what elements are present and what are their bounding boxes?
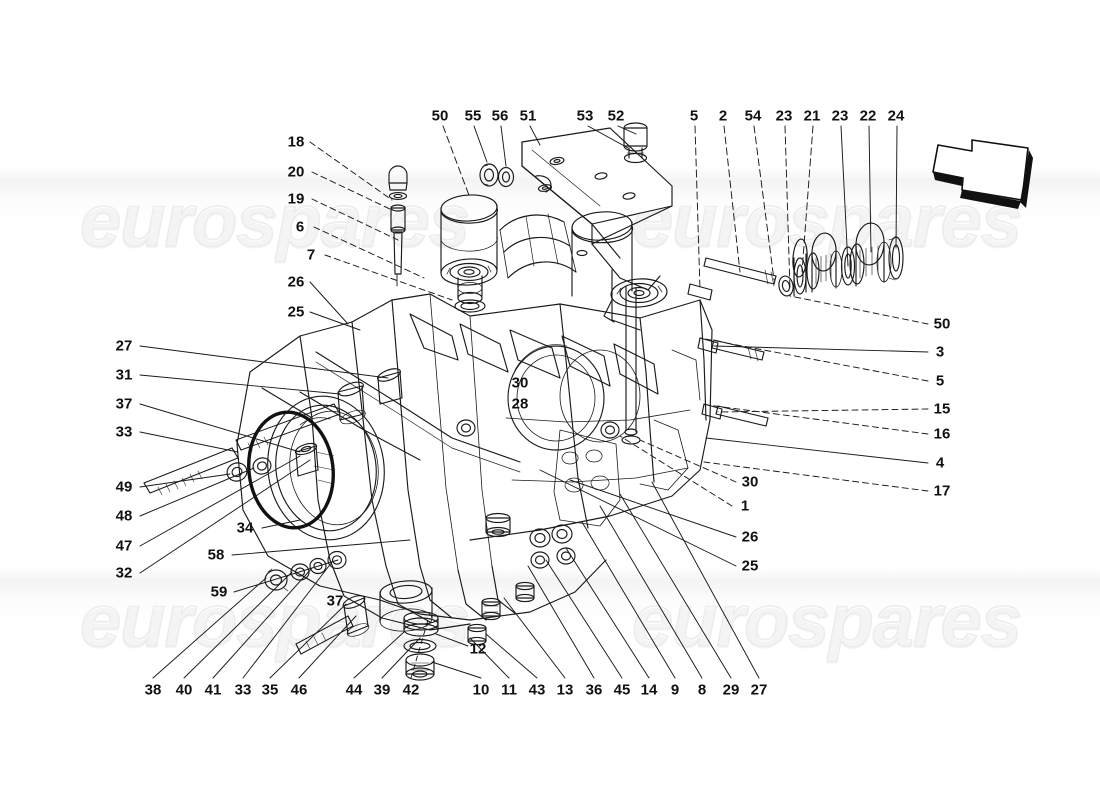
callout-number-28: 28 xyxy=(511,395,529,413)
callout-number-41: 41 xyxy=(204,681,222,699)
callout-number-32: 32 xyxy=(115,564,133,582)
callout-number-49: 49 xyxy=(115,478,133,496)
callout-number-2: 2 xyxy=(718,107,728,125)
watermark-text-top-2: eurospares xyxy=(631,178,1023,263)
callout-number-24: 24 xyxy=(887,107,905,125)
callout-number-59: 59 xyxy=(210,583,228,601)
gearbox-housing-main xyxy=(236,293,713,621)
callout-number-13: 13 xyxy=(556,681,574,699)
callout-number-19: 19 xyxy=(287,190,305,208)
callout-number-39: 39 xyxy=(373,681,391,699)
callout-number-22: 22 xyxy=(859,107,877,125)
callout-number-34: 34 xyxy=(236,519,254,537)
callout-number-51: 51 xyxy=(519,107,537,125)
filter-mount-boss xyxy=(454,275,486,313)
callout-number-58: 58 xyxy=(207,546,225,564)
bottom-right-hardware xyxy=(485,512,576,569)
callout-number-27: 27 xyxy=(115,337,133,355)
callout-number-30: 30 xyxy=(511,374,529,392)
left-studs-and-nuts xyxy=(143,368,403,496)
callout-number-40: 40 xyxy=(175,681,193,699)
seal-rings-55-56 xyxy=(479,163,515,188)
dipstick-assembly xyxy=(388,165,408,287)
callout-number-53: 53 xyxy=(576,107,594,125)
oil-filter-left xyxy=(440,194,498,286)
bellhousing-opening xyxy=(247,395,385,541)
callout-number-26: 26 xyxy=(287,273,305,291)
callout-number-36: 36 xyxy=(585,681,603,699)
callout-number-8: 8 xyxy=(697,681,707,699)
callout-number-25: 25 xyxy=(287,303,305,321)
callout-number-54: 54 xyxy=(744,107,762,125)
callout-number-21: 21 xyxy=(803,107,821,125)
callout-number-4: 4 xyxy=(935,454,945,472)
callout-number-20: 20 xyxy=(287,163,305,181)
callout-number-23: 23 xyxy=(775,107,793,125)
callout-number-6: 6 xyxy=(295,218,305,236)
callout-number-50: 50 xyxy=(431,107,449,125)
callout-number-18: 18 xyxy=(287,133,305,151)
callout-number-30: 30 xyxy=(741,473,759,491)
callout-number-26: 26 xyxy=(741,528,759,546)
housing-ribbed-top xyxy=(499,213,577,279)
callout-number-55: 55 xyxy=(464,107,482,125)
rear-housing-section xyxy=(456,285,707,529)
callout-number-44: 44 xyxy=(345,681,363,699)
callout-number-11: 11 xyxy=(501,681,517,699)
callout-number-38: 38 xyxy=(144,681,162,699)
callout-number-23: 23 xyxy=(831,107,849,125)
callout-number-56: 56 xyxy=(491,107,509,125)
callout-number-1: 1 xyxy=(740,497,750,515)
callout-number-25: 25 xyxy=(741,557,759,575)
callout-number-12: 12 xyxy=(469,640,487,658)
callout-number-5: 5 xyxy=(935,372,945,390)
callout-number-37: 37 xyxy=(326,592,344,610)
callout-number-33: 33 xyxy=(234,681,252,699)
lower-left-hardware xyxy=(264,550,535,655)
callout-number-48: 48 xyxy=(115,507,133,525)
callout-number-42: 42 xyxy=(402,681,420,699)
shaft-connector xyxy=(611,269,641,331)
callout-number-47: 47 xyxy=(115,537,133,555)
callout-number-7: 7 xyxy=(306,246,316,264)
callout-number-9: 9 xyxy=(670,681,680,699)
callout-number-31: 31 xyxy=(115,366,133,384)
callout-number-43: 43 xyxy=(528,681,546,699)
callout-number-27: 27 xyxy=(750,681,768,699)
callout-number-52: 52 xyxy=(607,107,625,125)
callout-number-35: 35 xyxy=(261,681,279,699)
callout-number-5: 5 xyxy=(689,107,699,125)
callout-number-17: 17 xyxy=(933,482,951,500)
callout-number-50: 50 xyxy=(933,315,951,333)
callout-number-29: 29 xyxy=(722,681,740,699)
lower-flange-section xyxy=(329,559,517,681)
callout-number-15: 15 xyxy=(933,400,951,418)
callout-number-46: 46 xyxy=(290,681,308,699)
callout-number-3: 3 xyxy=(935,343,945,361)
callout-number-14: 14 xyxy=(640,681,658,699)
callout-number-37: 37 xyxy=(115,395,133,413)
oil-filter-right xyxy=(571,211,668,323)
callout-number-33: 33 xyxy=(115,423,133,441)
callout-number-10: 10 xyxy=(472,681,490,699)
callout-number-45: 45 xyxy=(613,681,631,699)
callout-number-16: 16 xyxy=(933,425,951,443)
